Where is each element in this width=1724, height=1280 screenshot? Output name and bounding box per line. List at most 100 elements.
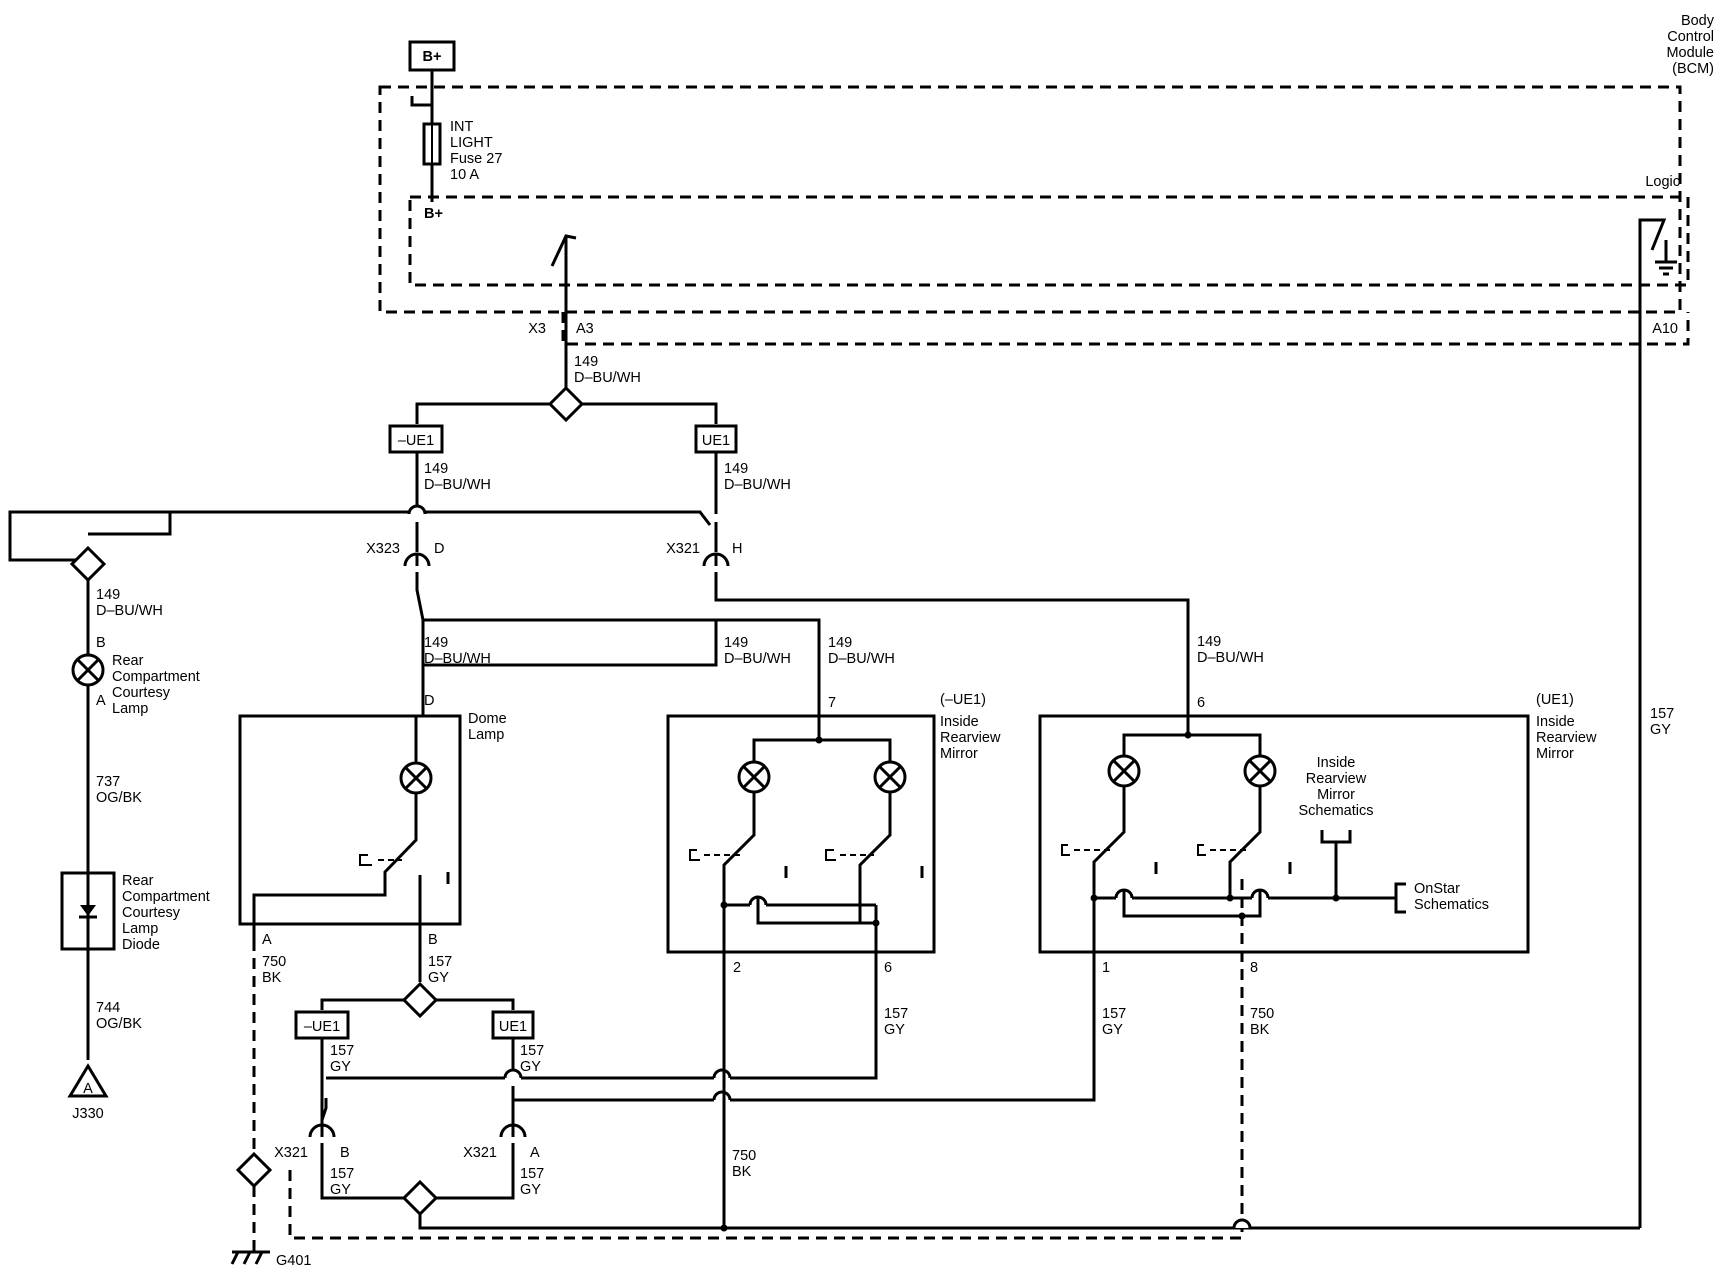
svg-text:Rear: Rear — [112, 653, 144, 669]
mirror-onstar-box — [1038, 714, 1530, 954]
wire-149-rear-color: D–BU/WH — [96, 603, 163, 619]
bcm-connector-outline — [561, 312, 1690, 346]
svg-text:–UE1: –UE1 — [398, 433, 434, 449]
svg-text:UE1: UE1 — [499, 1019, 527, 1035]
svg-text:LIGHT: LIGHT — [450, 135, 493, 151]
mirror-onstar-pin-8: 8 — [1250, 960, 1258, 976]
mirror1-bulb-right-icon — [873, 760, 907, 794]
svg-text:10 A: 10 A — [450, 167, 479, 183]
option-ue1-bottom — [491, 1010, 535, 1040]
bcm-outline — [378, 85, 1682, 314]
svg-text:Lamp: Lamp — [468, 727, 504, 743]
svg-text:Courtesy: Courtesy — [112, 685, 171, 701]
svg-text:Rear: Rear — [122, 873, 154, 889]
svg-text:Inside: Inside — [940, 714, 979, 730]
svg-text:Mirror: Mirror — [940, 746, 978, 762]
wire-744-color: OG/BK — [96, 1016, 142, 1032]
fuse-block-tab — [410, 96, 432, 107]
wire-750-dome-num: 750 — [262, 954, 286, 970]
wire-157-left-color: GY — [330, 1059, 351, 1075]
mirror-schematics-ref: Inside Rearview Mirror Schematics — [1299, 755, 1373, 898]
mirror2-bulb-right-icon — [1243, 754, 1277, 788]
wire-149-right-num: 149 — [724, 461, 748, 477]
connector-x321-ground: X321 — [274, 1145, 308, 1161]
mirror-no-onstar-pin-7: 7 — [828, 695, 836, 711]
rear-lamp-pin-a: A — [96, 693, 106, 709]
bcm-title: Body Control Module (BCM) — [1666, 13, 1714, 77]
j330-triangle-icon: A — [67, 1063, 109, 1098]
mirror-no-onstar-pin-2: 2 — [733, 960, 741, 976]
mirror-no-onstar-option: (–UE1) — [940, 692, 986, 708]
wire-149-bcm-num: 149 — [574, 354, 598, 370]
mirror-no-onstar-label: Inside Rearview Mirror — [940, 714, 1001, 762]
svg-text:Mirror: Mirror — [1317, 787, 1355, 803]
bcm-switch-icon — [550, 234, 577, 400]
wire-157-right-color: GY — [520, 1059, 541, 1075]
svg-text:A: A — [83, 1081, 93, 1097]
wire-157-b-num: 157 — [330, 1166, 354, 1182]
svg-text:–UE1: –UE1 — [304, 1019, 340, 1035]
battery-feed: B+ INT LIGHT Fuse 27 10 A B+ — [408, 40, 502, 222]
svg-text:Control: Control — [1667, 29, 1714, 45]
wire-149-right-color: D–BU/WH — [724, 477, 791, 493]
onstar-schematics-ref: OnStar Schematics — [1394, 881, 1489, 914]
option-no-ue1-bottom — [294, 1010, 350, 1040]
wire-149-jumper-num: 149 — [724, 635, 748, 651]
wire-157-a-num: 157 — [520, 1166, 544, 1182]
wire-737-num: 737 — [96, 774, 120, 790]
svg-text:Dome: Dome — [468, 711, 507, 727]
svg-text:UE1: UE1 — [702, 433, 730, 449]
svg-text:Rearview: Rearview — [1536, 730, 1597, 746]
dome-door-switch-icon — [359, 854, 450, 884]
svg-text:Courtesy: Courtesy — [122, 905, 181, 921]
svg-text:Rearview: Rearview — [1306, 771, 1367, 787]
dome-lamp-label: Dome Lamp — [468, 711, 507, 743]
svg-text:Inside: Inside — [1536, 714, 1575, 730]
wire-157-a-color: GY — [520, 1182, 541, 1198]
wire-157-mirror2-color: GY — [1102, 1022, 1123, 1038]
wire-744-num: 744 — [96, 1000, 120, 1016]
splice-ground — [235, 1151, 273, 1189]
connector-x321-b-pin: B — [340, 1145, 350, 1161]
wire-157-mirror2-num: 157 — [1102, 1006, 1126, 1022]
mirror-no-onstar-pin-6: 6 — [884, 960, 892, 976]
wire-750-mirror1-color: BK — [732, 1164, 752, 1180]
mirror1-switch-left-icon — [689, 849, 788, 878]
splice-dome-157 — [401, 981, 439, 1019]
splice-rear-lamp — [69, 545, 107, 583]
wire-149-mirror1-num: 149 — [828, 635, 852, 651]
mirror-onstar-label: Inside Rearview Mirror — [1536, 714, 1597, 762]
wire-149-mirror2-num: 149 — [1197, 634, 1221, 650]
svg-text:OnStar: OnStar — [1414, 881, 1460, 897]
connector-x321-pin-h: H — [732, 541, 742, 557]
wire-149-mirror2-color: D–BU/WH — [1197, 650, 1264, 666]
bplus-inner-label: B+ — [424, 206, 443, 222]
dome-lamp-box — [238, 714, 462, 926]
dome-pin-d: D — [424, 693, 434, 709]
svg-text:Body: Body — [1681, 13, 1715, 29]
wire-149-bcm-color: D–BU/WH — [574, 370, 641, 386]
svg-text:Compartment: Compartment — [122, 889, 210, 905]
connector-x323: X323 — [366, 541, 400, 557]
ground-g401-label: G401 — [276, 1253, 311, 1269]
wire-157-mirror1-num: 157 — [884, 1006, 908, 1022]
connector-x323-pin-d: D — [434, 541, 444, 557]
mirror-onstar-option: (UE1) — [1536, 692, 1574, 708]
wire-750-dome-color: BK — [262, 970, 282, 986]
wire-157-b-color: GY — [330, 1182, 351, 1198]
mirror1-bulb-left-icon — [737, 760, 771, 794]
wire-750-mirror1-num: 750 — [732, 1148, 756, 1164]
wire-157-dome-num: 157 — [428, 954, 452, 970]
mirror-no-onstar-box — [666, 714, 936, 954]
svg-text:Lamp: Lamp — [122, 921, 158, 937]
svg-text:Fuse 27: Fuse 27 — [450, 151, 502, 167]
bcm-pin-a3: A3 — [576, 321, 594, 337]
bcm-logic-ground-icon — [1638, 218, 1677, 1228]
mirror1-switch-right-icon — [825, 849, 924, 878]
wire-157-mirror1-color: GY — [884, 1022, 905, 1038]
wire-149-rear-num: 149 — [96, 587, 120, 603]
mirror2-switch-right-icon — [1197, 844, 1292, 874]
svg-text:INT: INT — [450, 119, 474, 135]
bcm-pin-a10: A10 — [1652, 321, 1678, 337]
